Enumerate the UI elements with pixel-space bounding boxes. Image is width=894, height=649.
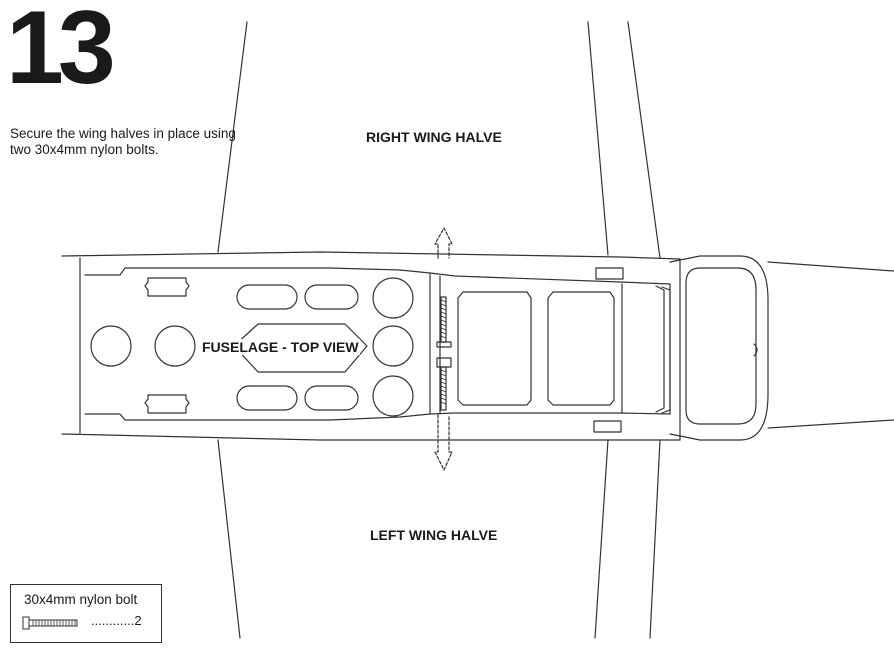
fuselage-inner-outline — [84, 267, 671, 421]
left-wing-label: LEFT WING HALVE — [370, 527, 498, 543]
fuselage-bolts — [436, 296, 452, 411]
part-name: 30x4mm nylon bolt — [24, 592, 138, 607]
part-quantity: ............2 — [91, 613, 142, 628]
step-number: 13 — [6, 0, 116, 106]
right-wing-outline — [217, 21, 661, 259]
parts-list-box: 30x4mm nylon bolt ............2 — [10, 584, 162, 643]
fuselage-cutouts — [90, 267, 624, 433]
right-wing-label: RIGHT WING HALVE — [366, 129, 502, 145]
insertion-arrows — [434, 227, 453, 471]
left-wing-outline — [217, 439, 661, 639]
fuselage-outline — [61, 251, 894, 441]
nylon-bolt-icon — [22, 616, 78, 630]
instruction-text: Secure the wing halves in place using tw… — [10, 126, 236, 157]
fuselage-label: FUSELAGE - TOP VIEW — [201, 339, 360, 355]
